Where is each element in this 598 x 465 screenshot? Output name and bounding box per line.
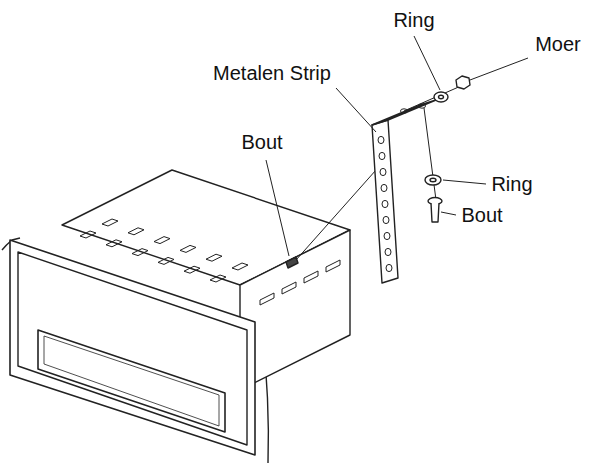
- vent-slot: [106, 240, 122, 247]
- nut: [456, 76, 470, 89]
- part-label: Bout: [239, 131, 284, 153]
- washer: [434, 92, 448, 102]
- washer-hole: [430, 178, 436, 182]
- strip-hole: [381, 184, 387, 191]
- vent-slot: [184, 266, 200, 273]
- bolt-shank: [431, 203, 439, 222]
- washer-hole: [439, 95, 444, 99]
- part-label: Ring: [391, 9, 436, 31]
- strip-hole: [380, 168, 386, 175]
- vent-slot: [232, 263, 248, 270]
- vent-slot: [210, 275, 226, 282]
- chassis-side: [240, 230, 350, 390]
- strip-hole: [385, 248, 391, 255]
- metal-strip: [372, 120, 398, 283]
- part-label: Moer: [533, 33, 583, 55]
- vent-slot: [158, 257, 174, 264]
- vent-slot: [206, 254, 222, 261]
- bezel-inner-edge: [18, 252, 247, 445]
- washer: [425, 175, 441, 185]
- display-glass: [44, 336, 219, 426]
- side-slot: [326, 260, 340, 272]
- vent-slot: [132, 249, 148, 256]
- strip-hole: [383, 216, 389, 223]
- part-label: Metalen Strip: [211, 62, 333, 84]
- vent-slot: [102, 219, 118, 226]
- vent-slot: [154, 237, 170, 244]
- vent-slot: [80, 231, 96, 238]
- side-slot: [282, 282, 296, 294]
- part-label: Ring: [489, 173, 534, 195]
- part-label: Bout: [459, 204, 504, 226]
- display-window: [38, 330, 225, 432]
- strip-hole: [384, 232, 390, 239]
- vent-slot: [128, 228, 144, 235]
- strip-hole: [382, 200, 388, 207]
- vent-slot: [180, 245, 196, 252]
- strip-hole: [386, 264, 392, 271]
- chassis-bolt: [286, 170, 376, 268]
- side-slot: [304, 271, 318, 283]
- front-bezel: [10, 240, 255, 455]
- strip-tab: [372, 100, 436, 125]
- strip-hole: [378, 136, 384, 143]
- side-slot: [260, 293, 274, 305]
- strip-hole: [379, 152, 385, 159]
